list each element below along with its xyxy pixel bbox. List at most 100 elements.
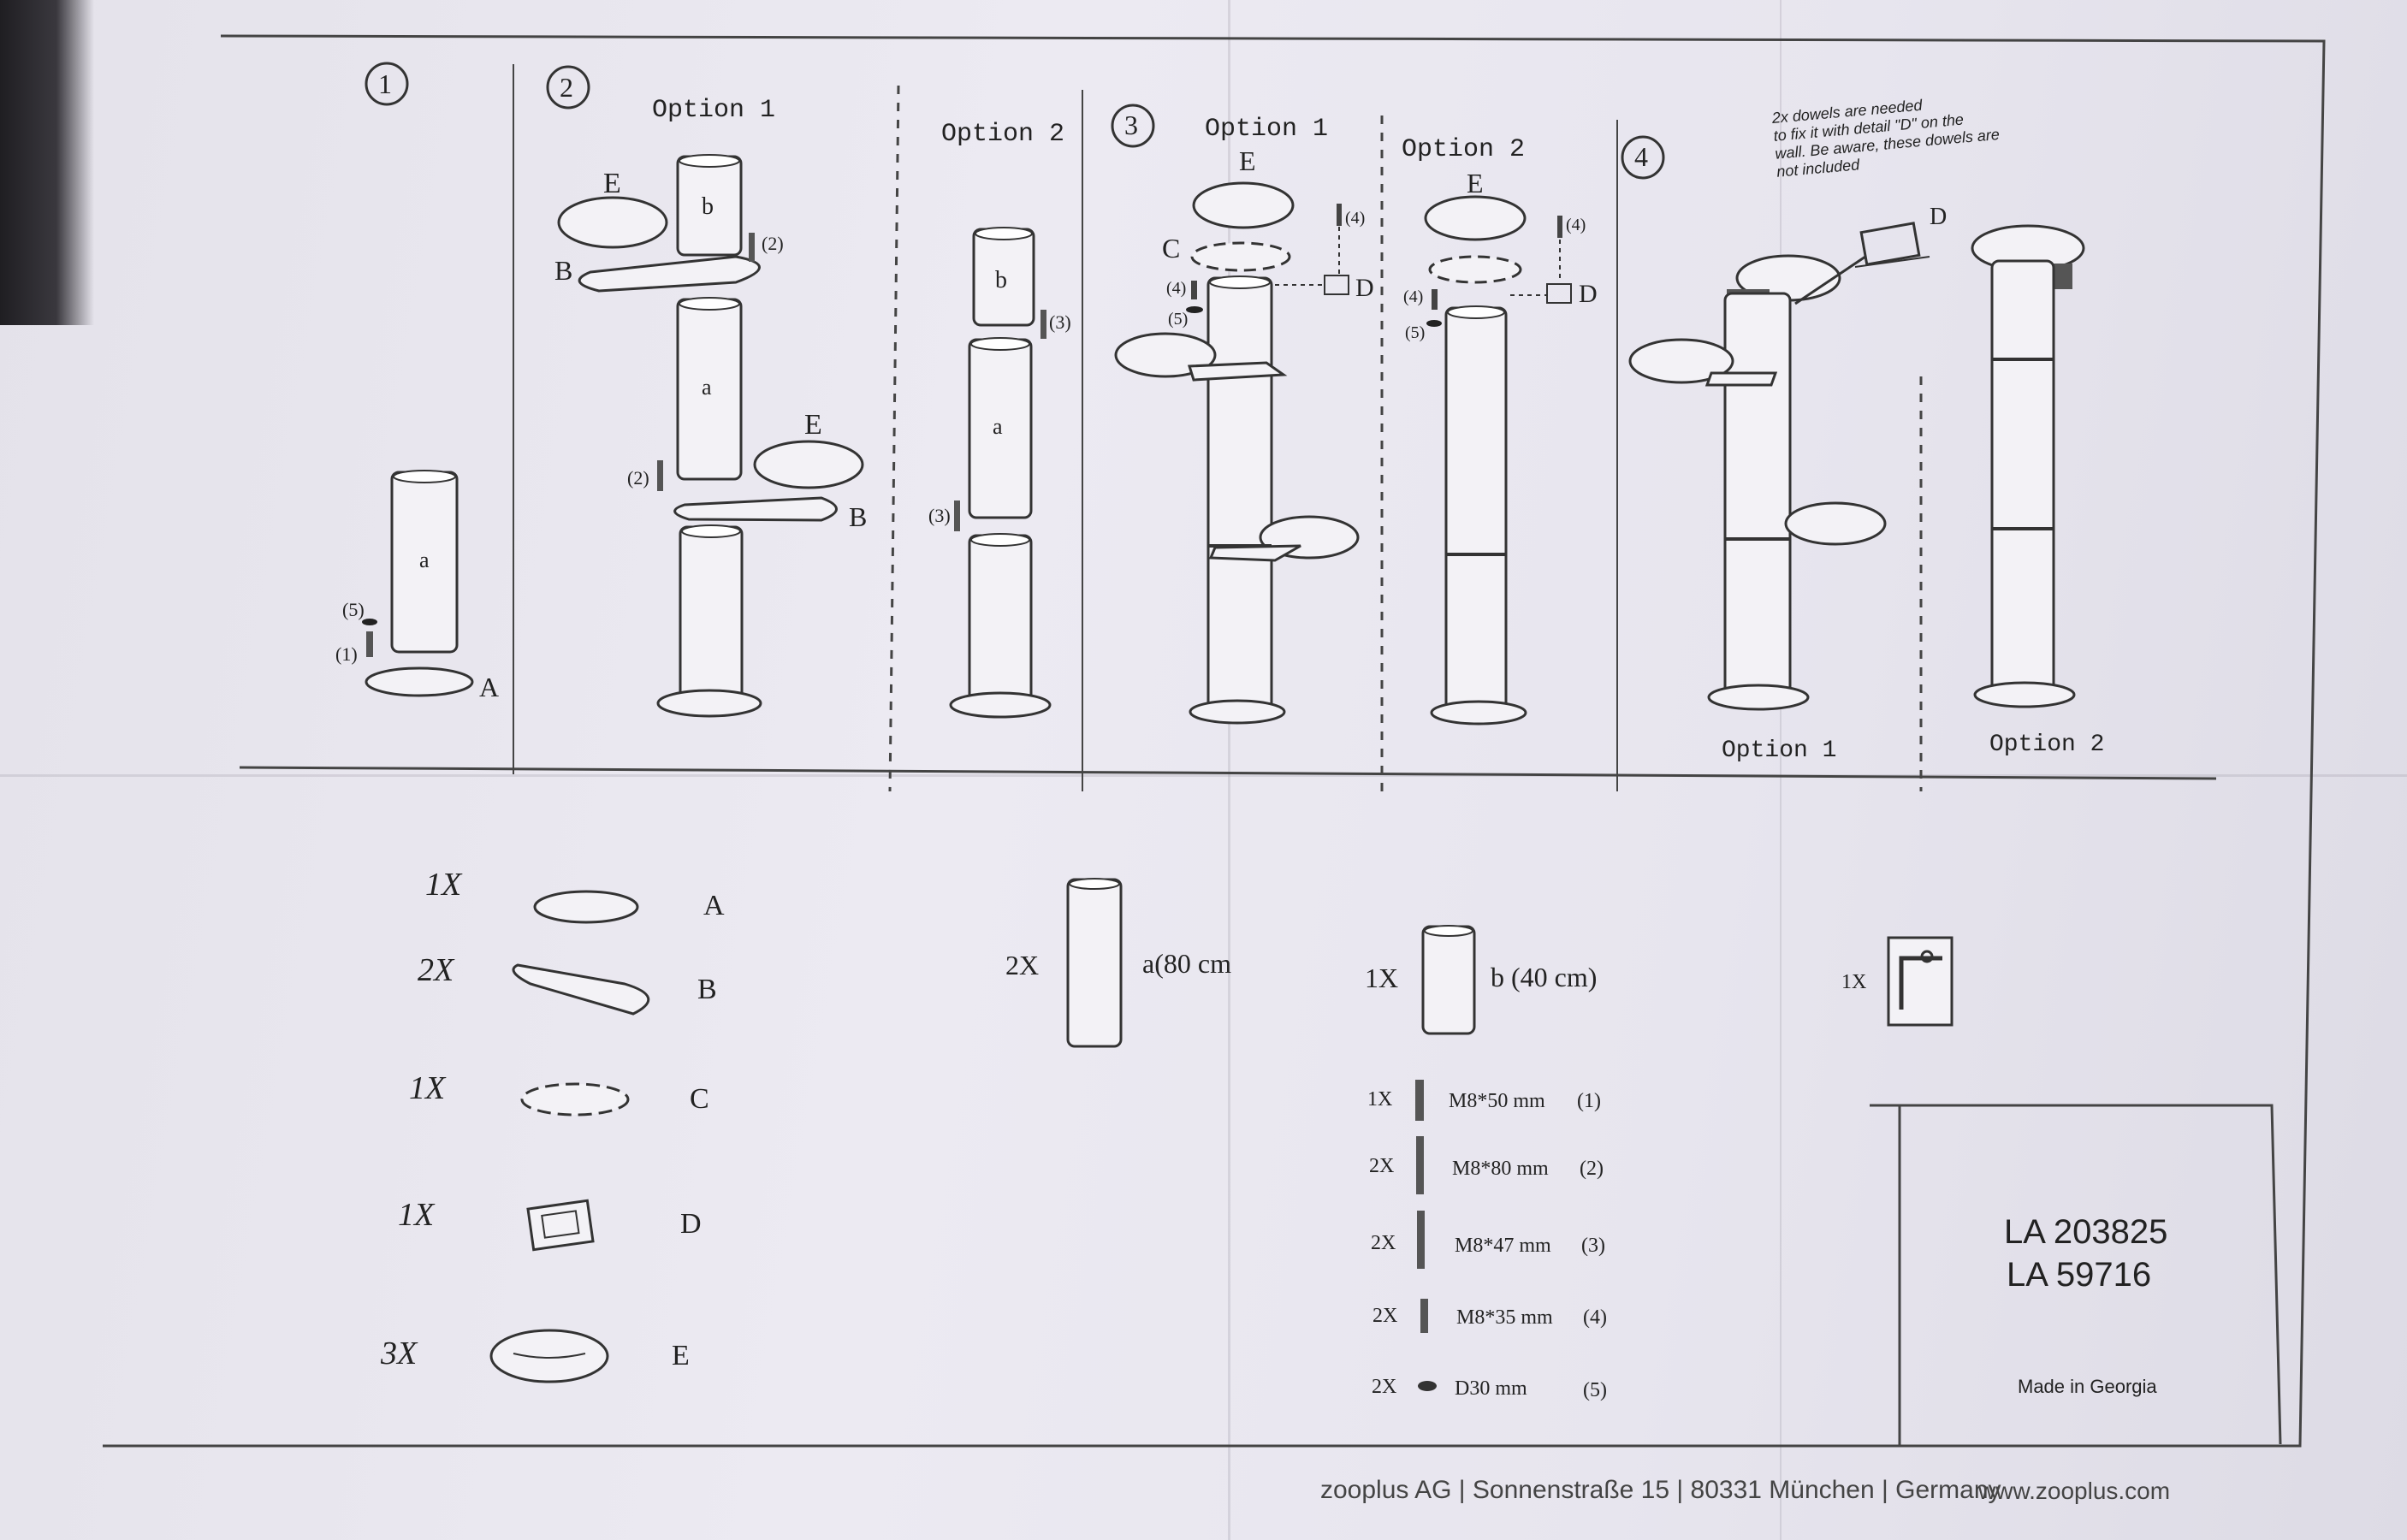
step1-label-1: (1)	[335, 643, 358, 665]
step2-opt1-label-b: b	[702, 193, 714, 220]
step2-opt1-label-a: a	[702, 375, 712, 400]
step4-drawing	[1628, 222, 2085, 711]
step3-opt1-label-D: D	[1355, 274, 1374, 302]
part-E-qty: 3X	[381, 1336, 418, 1371]
tube-a-icon	[1066, 878, 1123, 1048]
part-D-icon	[526, 1199, 595, 1252]
tube-a-qty: 2X	[1005, 950, 1040, 980]
bracket-qty: 1X	[1841, 971, 1867, 993]
step4-option2-title: Option 2	[1989, 732, 2105, 758]
tube-b-icon	[1421, 925, 1476, 1035]
screw-3-qty: 2X	[1371, 1232, 1396, 1254]
screw-2-icon	[1416, 1136, 1424, 1194]
fold-line-horizontal	[0, 774, 2407, 777]
top-section-divider	[239, 766, 2217, 780]
screw-3-spec: M8*47 mm	[1455, 1235, 1551, 1257]
step2-option1-title: Option 1	[652, 96, 776, 125]
washer-5-icon	[1418, 1381, 1437, 1391]
part-C-icon	[520, 1082, 630, 1116]
step3-option1-drawing	[1114, 181, 1360, 725]
part-D-label: D	[680, 1208, 702, 1240]
step4-option1-title: Option 1	[1722, 737, 1837, 764]
step2-opt1-label-E2: E	[804, 409, 822, 441]
step2-opt1-label-B2: B	[849, 501, 868, 532]
step3-opt2-label-4b: (4)	[1403, 287, 1424, 306]
screw-4-spec: M8*35 mm	[1456, 1306, 1553, 1329]
part-D-qty: 1X	[398, 1197, 435, 1233]
step3-opt1-label-C: C	[1162, 233, 1181, 264]
step3-opt2-label-D: D	[1579, 280, 1598, 308]
tube-b-qty: 1X	[1365, 962, 1399, 993]
part-A-label: A	[703, 890, 725, 921]
tube-a-label: a(80 cm	[1142, 948, 1231, 979]
step-3-number: 3	[1124, 110, 1138, 140]
step2-opt2-label-3b: (3)	[928, 505, 951, 526]
step1-label-5: (5)	[342, 599, 365, 620]
part-A-qty: 1X	[425, 867, 462, 903]
screw-4-qty: 2X	[1372, 1305, 1398, 1327]
screw-1-id: (1)	[1577, 1090, 1601, 1112]
part-E-icon	[489, 1329, 609, 1383]
step2-option1-drawing	[557, 154, 864, 718]
step3-opt1-label-4a: (4)	[1345, 209, 1366, 228]
step2-option2-title: Option 2	[941, 120, 1065, 149]
fold-line-vertical	[1228, 0, 1230, 1540]
screw-1-icon	[1415, 1080, 1424, 1121]
step1-drawing	[362, 470, 474, 697]
part-A-icon	[533, 890, 639, 924]
step-1-number: 1	[378, 68, 392, 99]
step1-label-a: a	[419, 548, 430, 572]
step-4-badge	[1621, 135, 1665, 180]
part-B-label: B	[697, 974, 717, 1005]
washer-5-qty: 2X	[1372, 1376, 1397, 1398]
screw-1-qty: 1X	[1367, 1088, 1393, 1111]
washer-5-spec: D30 mm	[1455, 1377, 1527, 1400]
footer-website[interactable]: www.zooplus.com	[1978, 1478, 2171, 1504]
step3-option2-title: Option 2	[1402, 135, 1526, 164]
step2-opt1-label-E1: E	[603, 168, 621, 199]
step3-option1-title: Option 1	[1205, 115, 1329, 144]
background-corner	[0, 0, 94, 325]
step2-option-divider	[888, 85, 900, 792]
washer-5-id: (5)	[1583, 1379, 1607, 1401]
step3-opt2-label-E: E	[1467, 168, 1484, 198]
step2-opt1-label-B1: B	[554, 255, 573, 286]
step-4-number: 4	[1634, 141, 1648, 172]
step3-opt1-label-5: (5)	[1168, 310, 1189, 329]
step3-opt2-label-5: (5)	[1405, 323, 1426, 342]
step-2-number: 2	[560, 72, 573, 103]
step3-opt1-label-4b: (4)	[1166, 279, 1187, 298]
screw-2-qty: 2X	[1369, 1155, 1395, 1177]
step-2-badge	[546, 65, 590, 110]
step3-opt2-label-4a: (4)	[1566, 216, 1586, 234]
part-B-icon	[512, 963, 650, 1016]
screw-3-icon	[1417, 1211, 1425, 1269]
step2-opt2-label-a: a	[993, 414, 1003, 439]
step2-opt1-label-2a: (2)	[762, 233, 784, 254]
step3-option2-drawing	[1424, 195, 1572, 726]
fold-line-right	[1780, 0, 1782, 1540]
product-code-1: LA 203825	[2004, 1213, 2168, 1251]
step-1-badge	[365, 62, 409, 106]
product-info-box	[1870, 1104, 2282, 1445]
step-3-badge	[1111, 104, 1155, 148]
screw-2-spec: M8*80 mm	[1452, 1158, 1549, 1180]
step2-opt1-label-2b: (2)	[627, 467, 649, 489]
screw-4-icon	[1420, 1299, 1428, 1333]
outer-border	[103, 34, 2326, 1448]
screw-4-id: (4)	[1583, 1306, 1607, 1329]
product-code-2: LA 59716	[2007, 1256, 2152, 1294]
screw-3-id: (3)	[1581, 1235, 1605, 1257]
step2-option2-drawing	[949, 227, 1052, 719]
step3-opt1-label-E: E	[1239, 145, 1256, 176]
tube-b-label: b (40 cm)	[1491, 962, 1598, 992]
footer-company: zooplus AG | Sonnenstraße 15 | 80331 Mün…	[1320, 1476, 2001, 1504]
wall-bracket-icon	[1887, 936, 1953, 1027]
made-in-label: Made in Georgia	[2018, 1376, 2157, 1397]
part-B-qty: 2X	[418, 952, 454, 988]
screw-1-spec: M8*50 mm	[1449, 1090, 1545, 1112]
part-E-label: E	[672, 1340, 690, 1371]
step4-label-D: D	[1930, 204, 1948, 230]
step1-label-A: A	[479, 672, 500, 702]
